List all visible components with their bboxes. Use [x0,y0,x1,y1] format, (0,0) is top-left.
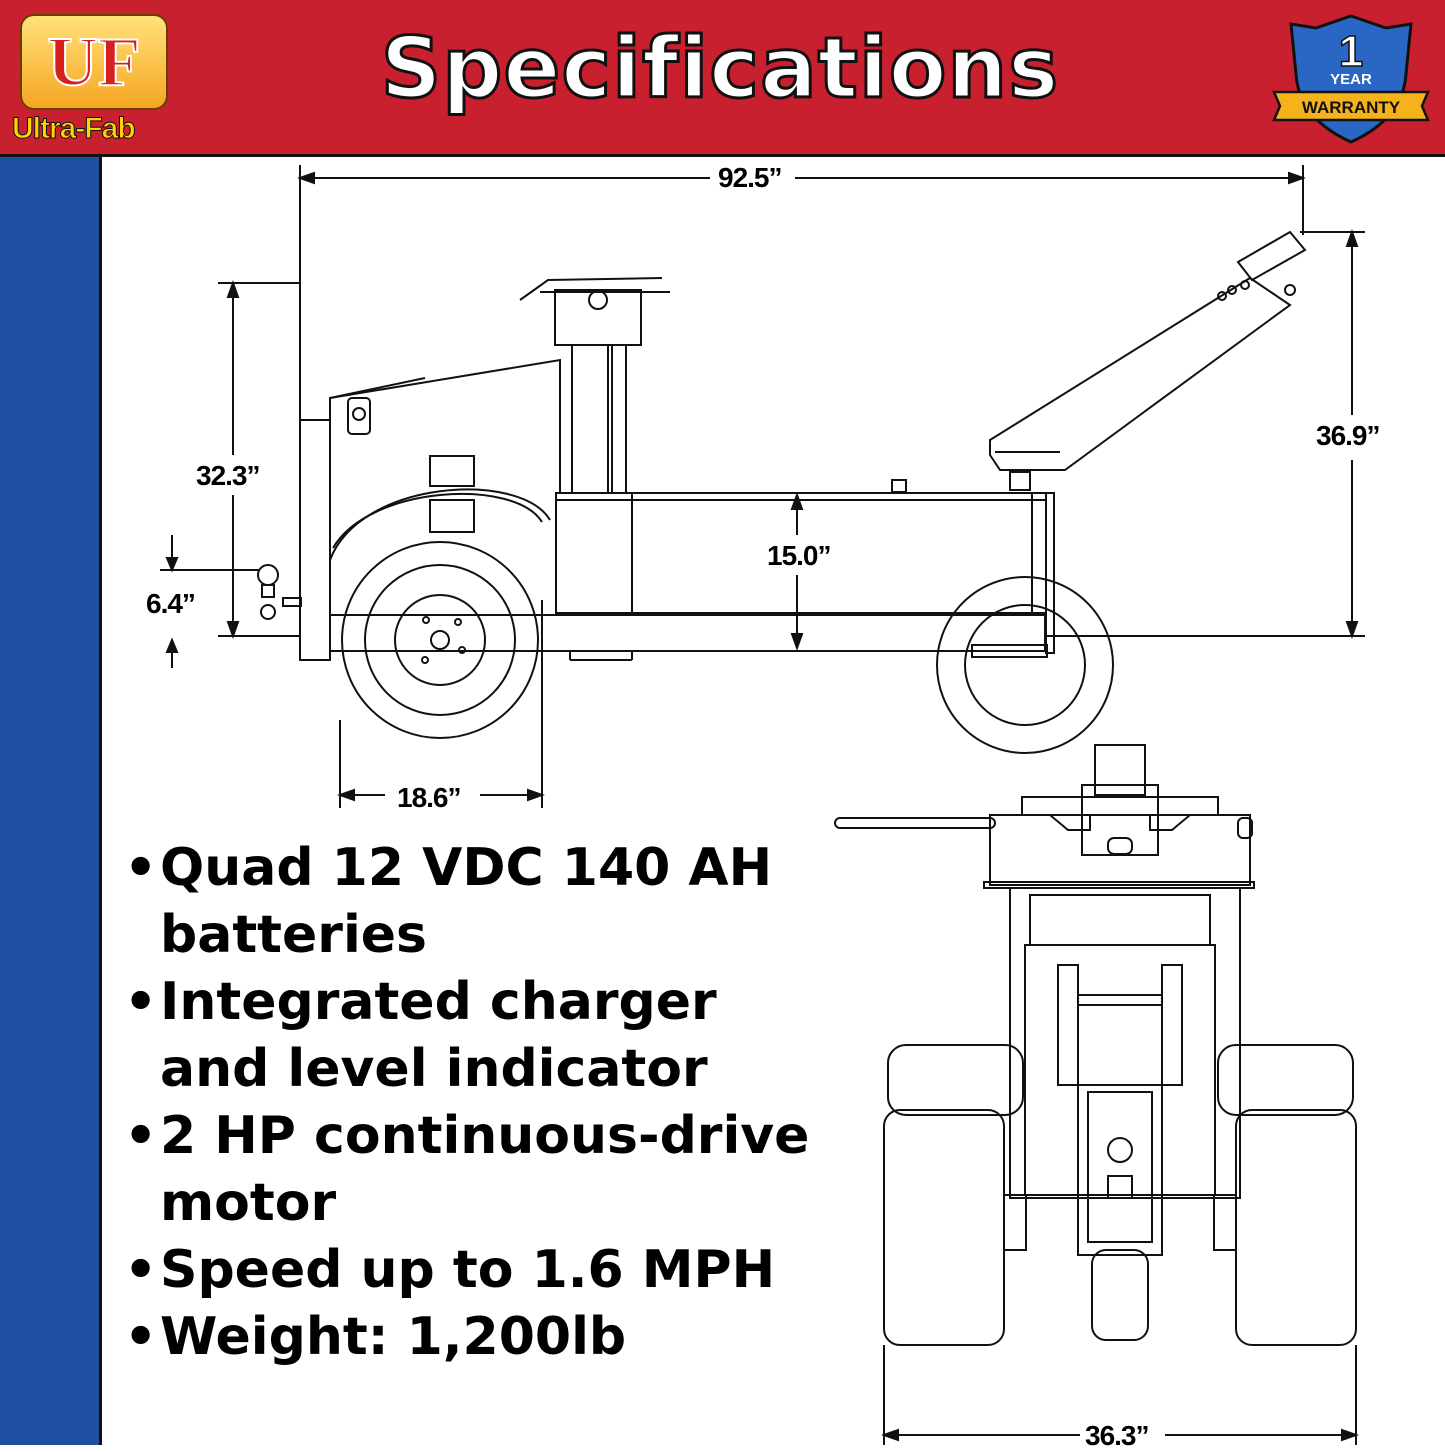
blue-sidebar [0,157,102,1445]
logo-brand-name: Ultra-Fab [12,112,137,146]
dim-box-height: 15.0” [767,540,831,571]
warranty-number: 1 [1339,27,1363,76]
front-view-drawing [834,744,1359,1445]
page-title: Specifications [379,18,1060,119]
spec-item-motor: 2 HP continuous-drive motor [120,1103,820,1237]
spec-item-weight: Weight: 1,200lb [120,1304,820,1371]
side-view-drawing [160,165,1365,808]
dim-overall-height: 36.9” [1316,420,1380,451]
spec-item-charger: Integrated charger and level indicator [120,969,820,1103]
spec-item-speed: Speed up to 1.6 MPH [120,1237,820,1304]
warranty-year-label: YEAR [1330,71,1372,88]
dim-overall-width: 36.3” [1085,1420,1149,1451]
dim-frame-height: 32.3” [196,460,260,491]
spec-list: Quad 12 VDC 140 AH batteries Integrated … [120,835,820,1371]
warranty-label: WARRANTY [1302,98,1401,117]
logo-letters: UF [46,23,141,102]
warranty-ribbon [1272,90,1430,122]
dim-overall-length: 92.5” [718,162,782,193]
logo-badge: UF [20,14,168,110]
spec-item-batteries: Quad 12 VDC 140 AH batteries [120,835,820,969]
header-banner [0,0,1445,157]
dim-wheel-base: 18.6” [397,782,461,813]
dim-hitch-height: 6.4” [146,588,196,619]
warranty-badge: 1 YEAR WARRANTY [1272,14,1430,144]
